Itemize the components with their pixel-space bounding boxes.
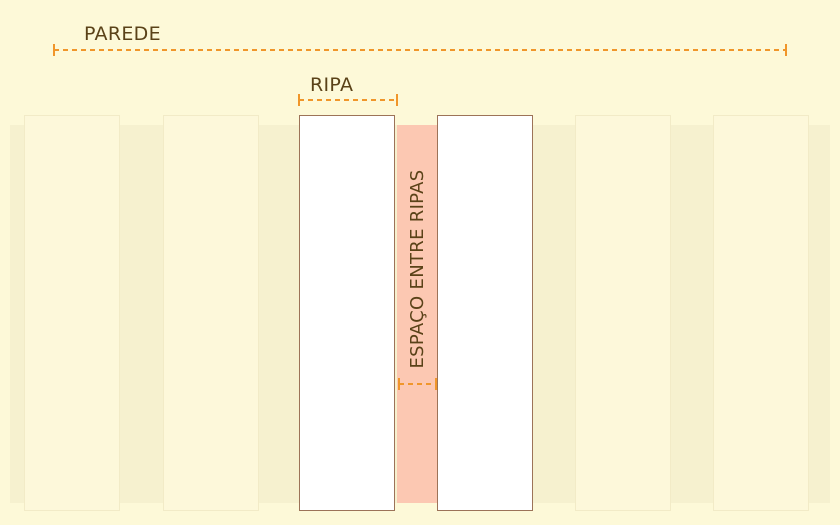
gap-highlight: [397, 125, 438, 503]
slat-faded-2: [163, 115, 259, 511]
slat-faded-1: [24, 115, 120, 511]
slat-label: RIPA: [310, 74, 354, 96]
wall-dimension-line: [53, 44, 787, 56]
slat-faded-3: [575, 115, 671, 511]
slat-faded-4: [713, 115, 809, 511]
wall-label: PAREDE: [84, 23, 161, 45]
gap-label: ESPAÇO ENTRE RIPAS: [407, 169, 428, 369]
slat-highlighted-left: [299, 115, 395, 511]
slat-highlighted-right: [437, 115, 533, 511]
